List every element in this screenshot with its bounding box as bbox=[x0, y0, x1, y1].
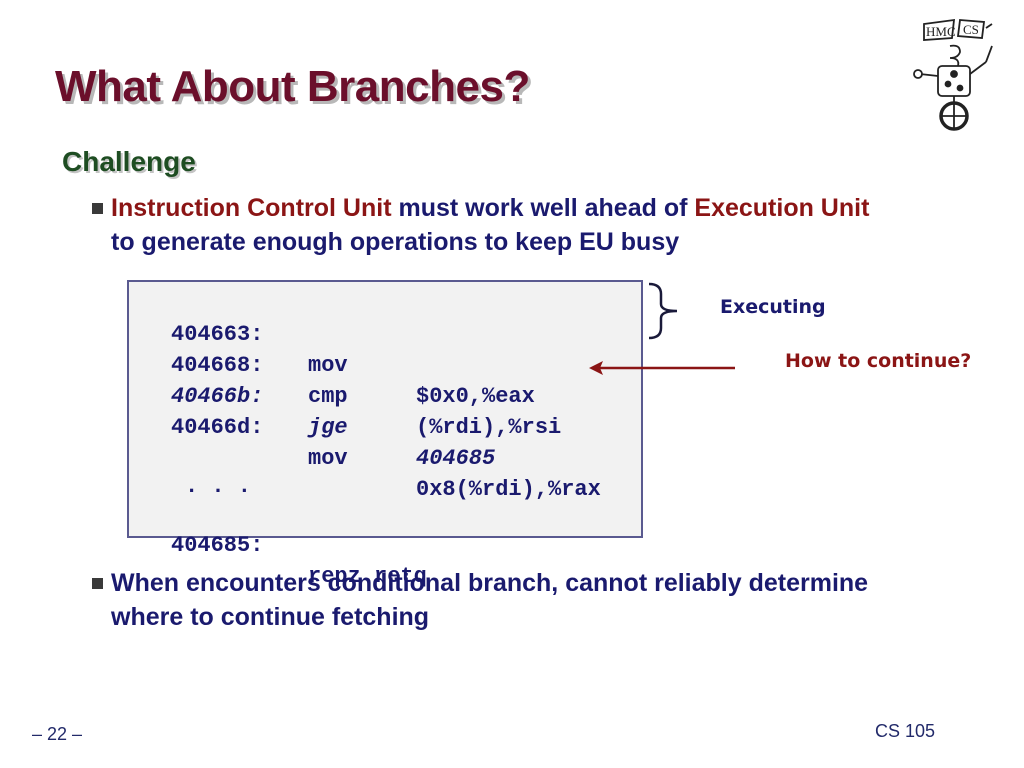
code-opcode: repz retq bbox=[308, 564, 427, 589]
bullet-square-icon bbox=[92, 203, 103, 214]
code-opcode: cmp bbox=[308, 384, 348, 409]
arrow-left-icon bbox=[589, 361, 735, 375]
challenge-heading: Challenge bbox=[62, 146, 196, 177]
how-to-continue-label: How to continue? bbox=[785, 350, 972, 372]
code-line: 404668: cmp (%rdi),%rsi bbox=[171, 319, 561, 440]
code-line: 40466d: mov 0x8(%rdi),%rax bbox=[171, 381, 601, 502]
code-opcode: jge bbox=[308, 415, 348, 440]
executing-brace-icon bbox=[648, 282, 678, 340]
assembly-code-box: 404663: mov $0x0,%eax 404668: cmp (%rdi)… bbox=[127, 280, 643, 589]
code-line-branch: 40466b: jge 404685 bbox=[171, 350, 495, 471]
bullet-branch-problem: When encounters conditional branch, cann… bbox=[92, 566, 992, 634]
code-operands: 0x8(%rdi),%rax bbox=[416, 477, 601, 502]
bullet-line-2: where to continue fetching bbox=[111, 603, 430, 631]
bullet-icu-challenge: Instruction Control Unit must work well … bbox=[92, 191, 992, 259]
logo-text-hmc: HMC bbox=[926, 24, 956, 39]
slide-title: What About Branches? bbox=[55, 62, 530, 111]
bullet-line-1: Instruction Control Unit must work well … bbox=[111, 191, 992, 225]
bullet-line-2: to generate enough operations to keep EU… bbox=[111, 228, 680, 256]
ellipsis-text: . . . bbox=[185, 474, 252, 499]
hmc-cs-logo: HMC CS bbox=[910, 16, 1000, 137]
code-address: 40466d: bbox=[171, 415, 264, 440]
bullet-connector-text: must work well ahead of bbox=[391, 194, 695, 222]
code-operands: $0x0,%eax bbox=[416, 384, 535, 409]
logo-text-cs: CS bbox=[963, 22, 979, 37]
code-operands: 404685 bbox=[416, 446, 496, 471]
page-number: – 22 – bbox=[32, 724, 83, 744]
code-line: 404663: mov $0x0,%eax bbox=[171, 288, 535, 409]
code-opcode: mov bbox=[308, 446, 348, 471]
term-execution-unit: Execution Unit bbox=[694, 194, 870, 222]
code-ellipsis: . . . bbox=[171, 440, 251, 499]
code-address: 404668: bbox=[171, 353, 264, 378]
code-address: 404685: bbox=[171, 533, 264, 558]
code-line-target: 404685: repz retq bbox=[171, 499, 427, 589]
code-address: 404663: bbox=[171, 322, 264, 347]
bullet-square-icon bbox=[92, 578, 103, 589]
executing-label: Executing bbox=[720, 296, 826, 318]
term-instruction-control-unit: Instruction Control Unit bbox=[111, 194, 392, 222]
code-operands: (%rdi),%rsi bbox=[416, 415, 562, 440]
course-label: CS 105 bbox=[875, 721, 936, 741]
bullet-line-1: When encounters conditional branch, cann… bbox=[111, 569, 869, 597]
code-opcode: mov bbox=[308, 353, 348, 378]
assembly-listing: 404663: mov $0x0,%eax 404668: cmp (%rdi)… bbox=[171, 288, 601, 589]
code-address: 40466b: bbox=[171, 384, 264, 409]
